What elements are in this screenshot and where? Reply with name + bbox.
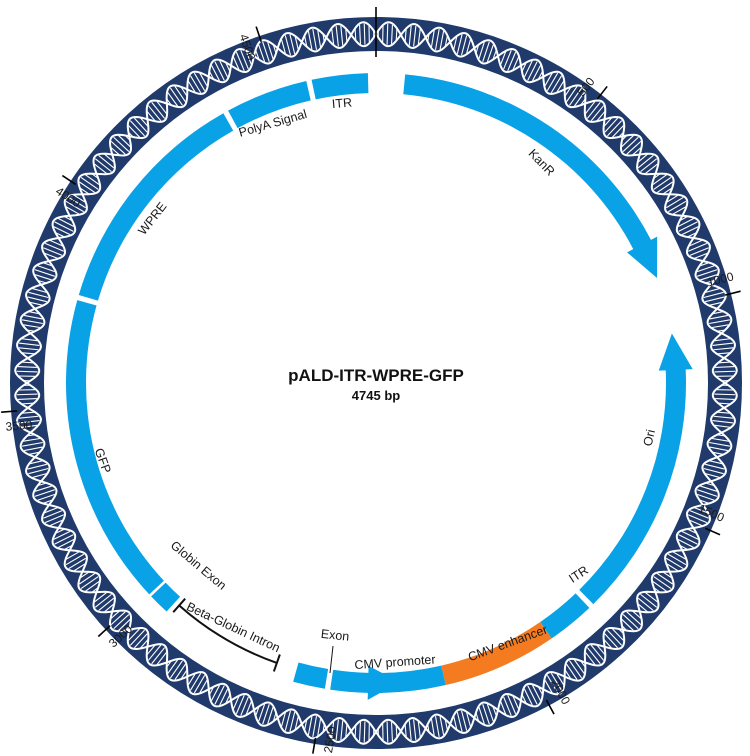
tick-mark (1, 410, 18, 414)
plasmid-length: 4745 bp (352, 388, 400, 403)
intron-end-bar (172, 598, 186, 613)
tick-label: 1000 (706, 269, 736, 289)
exon-feature (293, 662, 329, 689)
cmv-promoter-label: CMV promoter (354, 652, 436, 672)
intron-end-bar (272, 654, 281, 672)
plasmid-name: pALD-ITR-WPRE-GFP (288, 366, 464, 385)
tick-mark (312, 737, 317, 754)
exon-leader-line (329, 645, 334, 674)
beta-globin-intron-label: Beta-Globin Intron (184, 600, 282, 656)
gfp-feature (65, 300, 164, 595)
globin-exon-feature (151, 582, 181, 612)
tick-label: 3500 (5, 418, 33, 434)
tick-mark (705, 527, 721, 536)
intron-line (178, 604, 278, 664)
polya-signal-feature (228, 80, 311, 129)
ori-feature (579, 333, 693, 605)
tick-mark (61, 174, 77, 186)
itr-right-feature (540, 593, 590, 639)
tick-mark (545, 699, 555, 715)
tick-mark (97, 625, 111, 638)
itr-left-label: ITR (331, 95, 352, 111)
helix-rungs (16, 23, 736, 743)
kanr-feature (403, 74, 658, 278)
exon-label: Exon (320, 627, 350, 644)
helix-strand-b (14, 21, 738, 745)
itr-left-feature (311, 73, 369, 100)
tick-mark (596, 85, 608, 100)
ori-label: Ori (641, 428, 658, 447)
tick-label: 2500 (321, 725, 339, 754)
tick-mark (255, 26, 263, 43)
globin-exon-label: Globin Exon (168, 538, 229, 593)
tick-mark (724, 290, 741, 296)
wpre-feature (78, 113, 234, 301)
cmv-enhancer-feature (441, 622, 552, 686)
cmv-promoter-body (370, 665, 446, 693)
feature-tracks (65, 73, 693, 700)
